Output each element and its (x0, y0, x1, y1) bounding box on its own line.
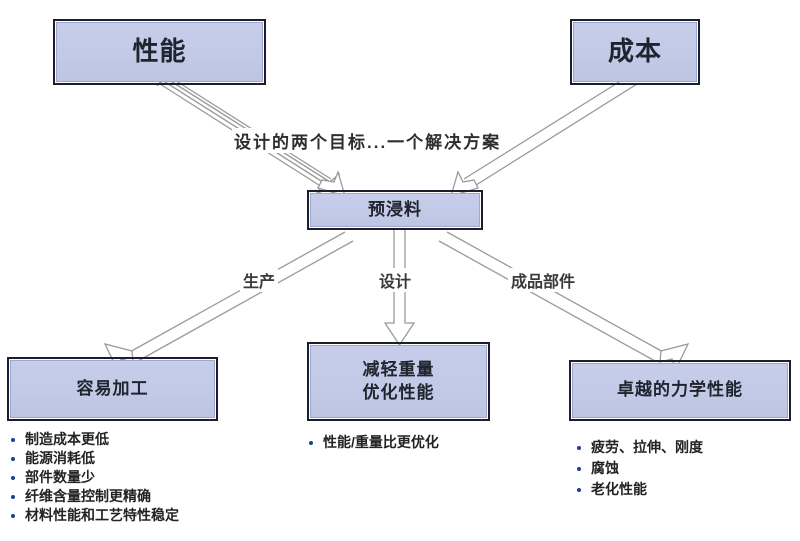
list-item-label: 能源消耗低 (25, 450, 95, 466)
node-cost[interactable]: 成本 (570, 19, 700, 85)
node-weight-performance-line1: 减轻重量 (362, 359, 435, 379)
list-item: 材料性能和工艺特性稳定 (8, 506, 179, 525)
bullets-easy-processing: 制造成本更低能源消耗低部件数量少纤维含量控制更精确材料性能和工艺特性稳定 (8, 430, 179, 525)
list-item-label: 部件数量少 (25, 469, 95, 485)
bullet-dot-icon (309, 440, 313, 445)
list-item: 老化性能 (574, 479, 703, 500)
node-prepreg[interactable]: 预浸料 (307, 190, 483, 230)
list-item: 纤维含量控制更精确 (8, 487, 179, 506)
list-item-label: 腐蚀 (591, 460, 619, 476)
node-easy-processing[interactable]: 容易加工 (7, 357, 218, 421)
arrow-prepreg-to-mechanical (438, 231, 690, 371)
list-item-label: 制造成本更低 (25, 431, 109, 447)
node-cost-label: 成本 (607, 36, 662, 67)
bullet-dot-icon (11, 513, 15, 518)
node-weight-performance[interactable]: 减轻重量 优化性能 (307, 342, 490, 421)
list-item: 腐蚀 (574, 458, 703, 479)
bullets-weight-performance: 性能/重量比更优化 (306, 433, 439, 452)
node-mechanical-label: 卓越的力学性能 (617, 380, 743, 400)
list-item-label: 纤维含量控制更精确 (25, 488, 151, 504)
bullet-dot-icon (11, 437, 15, 442)
edge-label-finished-part: 成品部件 (508, 268, 579, 292)
node-prepreg-label: 预浸料 (368, 199, 422, 219)
arrow-cost-to-prepreg (450, 76, 638, 197)
bullets-mechanical: 疲劳、拉伸、刚度腐蚀老化性能 (574, 437, 703, 500)
list-item-label: 性能/重量比更优化 (323, 434, 439, 450)
node-performance-label: 性能 (132, 36, 187, 67)
bullet-dot-icon (577, 487, 581, 492)
list-item: 制造成本更低 (8, 430, 179, 449)
list-item-label: 疲劳、拉伸、刚度 (591, 439, 703, 455)
list-item: 部件数量少 (8, 468, 179, 487)
node-performance[interactable]: 性能 (53, 19, 266, 85)
center-caption: 设计的两个目标...一个解决方案 (232, 128, 504, 153)
node-mechanical[interactable]: 卓越的力学性能 (569, 360, 791, 421)
edge-label-production: 生产 (240, 268, 279, 292)
bullet-dot-icon (11, 456, 15, 461)
list-item-label: 老化性能 (591, 481, 647, 497)
bullet-dot-icon (577, 445, 581, 450)
node-weight-performance-line2: 优化性能 (362, 382, 435, 402)
bullet-dot-icon (577, 466, 581, 471)
node-easy-processing-label: 容易加工 (76, 378, 149, 398)
list-item: 疲劳、拉伸、刚度 (574, 437, 703, 458)
bullet-dot-icon (11, 475, 15, 480)
list-item: 能源消耗低 (8, 449, 179, 468)
list-item-label: 材料性能和工艺特性稳定 (25, 507, 179, 523)
list-item: 性能/重量比更优化 (306, 433, 439, 452)
edge-label-design: 设计 (376, 268, 415, 292)
bullet-dot-icon (11, 494, 15, 499)
